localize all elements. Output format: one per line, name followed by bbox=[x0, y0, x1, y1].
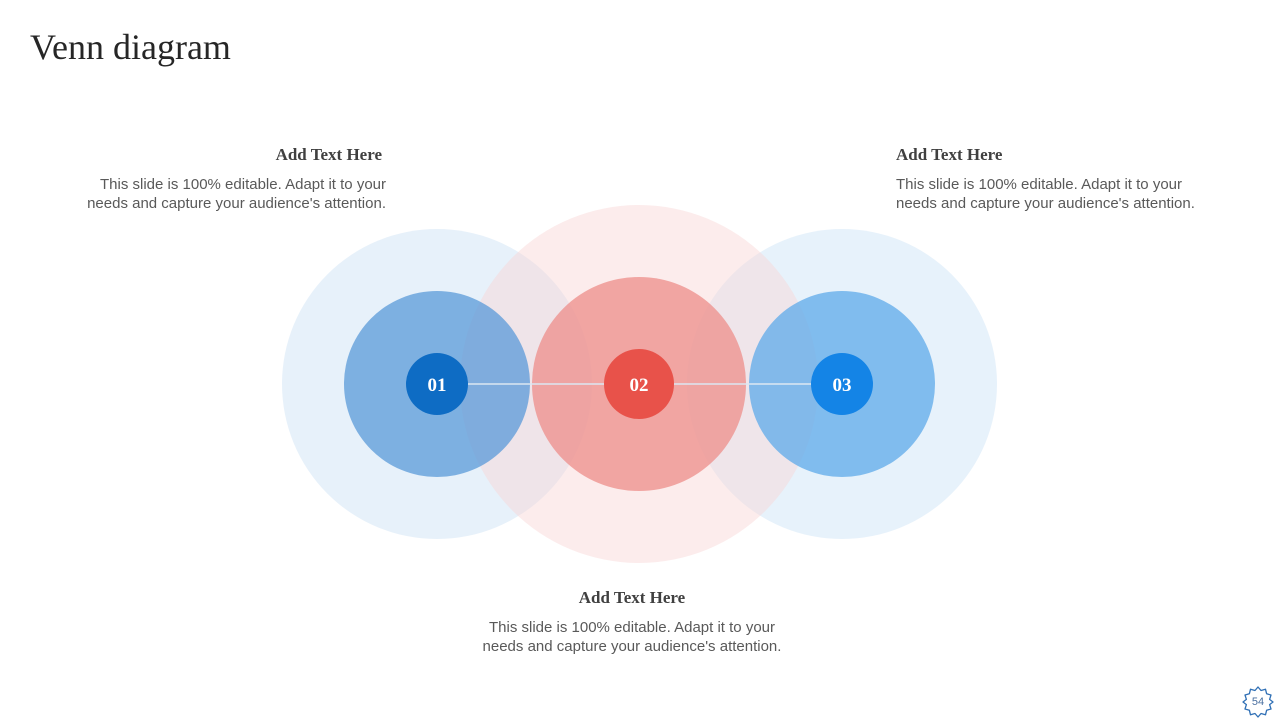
node-03-dot bbox=[811, 353, 873, 415]
text-block-heading: Add Text Here bbox=[578, 588, 686, 607]
text-block-heading: Add Text Here bbox=[896, 145, 1003, 164]
text-block-bottom: Add Text Here This slide is 100% editabl… bbox=[467, 588, 797, 656]
text-block-body: This slide is 100% editable. Adapt it to… bbox=[896, 176, 1195, 212]
page-number: 54 bbox=[1251, 696, 1265, 708]
text-block-body: This slide is 100% editable. Adapt it to… bbox=[87, 176, 386, 212]
node-03-label: 03 bbox=[833, 375, 852, 396]
gear-icon bbox=[1242, 686, 1274, 718]
page-number-badge: 54 bbox=[1240, 684, 1276, 720]
node-01-label: 01 bbox=[428, 375, 447, 396]
text-block-right: Add Text Here This slide is 100% editabl… bbox=[896, 145, 1226, 213]
slide-title: Venn diagram bbox=[30, 27, 231, 67]
text-block-left: Add Text Here This slide is 100% editabl… bbox=[56, 145, 386, 213]
node-02-label: 02 bbox=[630, 375, 649, 396]
node-01-dot bbox=[406, 353, 468, 415]
node-02-dot bbox=[604, 349, 674, 419]
text-block-heading: Add Text Here bbox=[275, 145, 382, 164]
text-block-body: This slide is 100% editable. Adapt it to… bbox=[482, 619, 782, 655]
